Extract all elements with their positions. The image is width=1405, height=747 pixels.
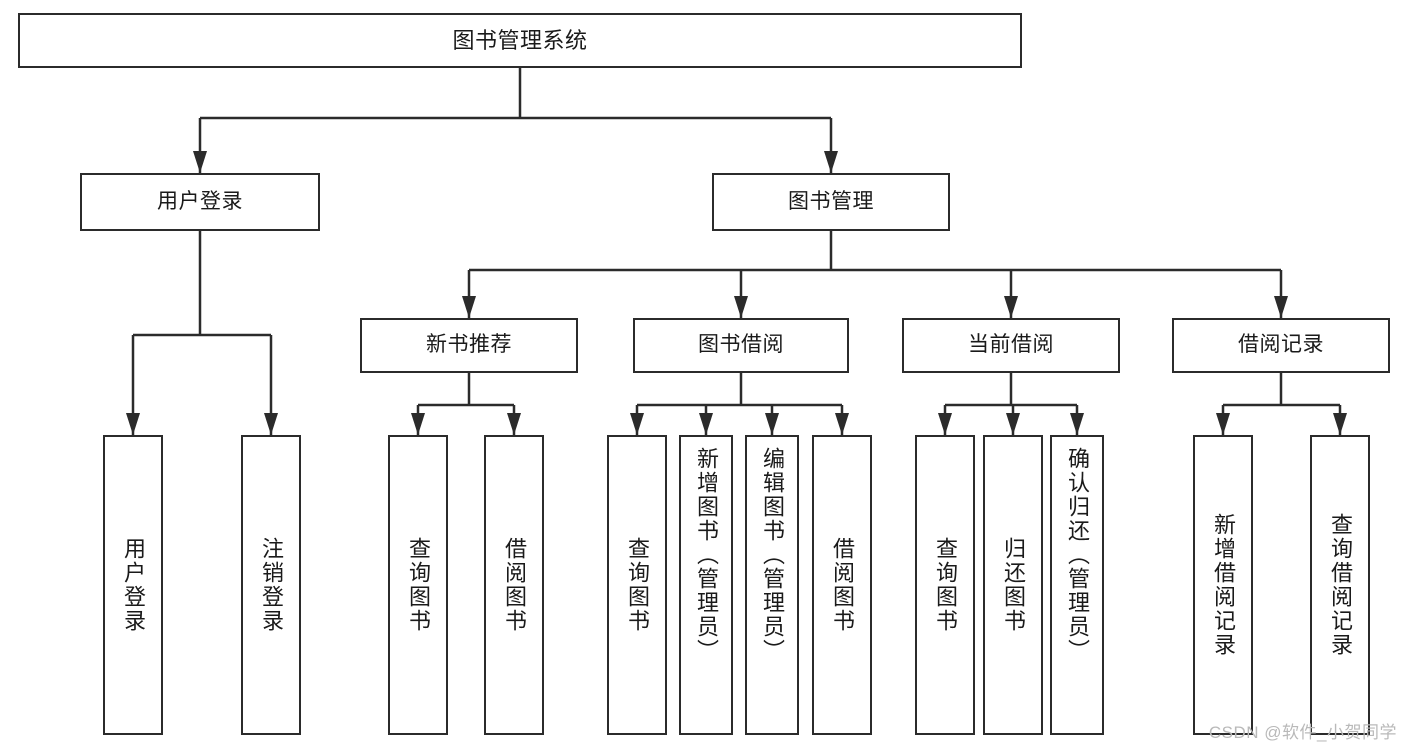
node-leaf-add-borrow-record[interactable]: 新增借阅记录 [1193,435,1253,735]
conn-new-book-recommend-arrowhead-leaf-borrow-book-recommend [507,413,521,435]
conn-root-arrowhead-user-login [193,151,207,173]
watermark-text: CSDN @软件_小贺同学 [1208,723,1397,742]
node-leaf-return-book[interactable]: 归还图书 [983,435,1043,735]
node-root[interactable]: 图书管理系统 [18,13,1022,68]
conn-book-borrow-arrowhead-leaf-borrow-book [835,413,849,435]
node-user-login[interactable]: 用户登录 [80,173,320,231]
conn-book-management-arrowhead-borrow-record [1274,296,1288,318]
conn-borrow-record-arrowhead-leaf-query-borrow-record [1333,413,1347,435]
node-leaf-borrow-book[interactable]: 借阅图书 [812,435,872,735]
node-leaf-user-login[interactable]: 用户登录 [103,435,163,735]
node-leaf-query-book-recommend[interactable]: 查询图书 [388,435,448,735]
conn-borrow-record-arrowhead-leaf-add-borrow-record [1216,413,1230,435]
conn-book-borrow-arrowhead-leaf-edit-book-admin [765,413,779,435]
node-leaf-confirm-return-admin[interactable]: 确认归还（管理员） [1050,435,1104,735]
conn-book-management-arrowhead-new-book-recommend [462,296,476,318]
node-book-borrow[interactable]: 图书借阅 [633,318,849,373]
node-leaf-edit-book-admin[interactable]: 编辑图书（管理员） [745,435,799,735]
conn-book-borrow-arrowhead-leaf-add-book-admin [699,413,713,435]
node-current-borrow[interactable]: 当前借阅 [902,318,1120,373]
conn-user-login-arrowhead-leaf-user-login [126,413,140,435]
node-leaf-logout[interactable]: 注销登录 [241,435,301,735]
conn-current-borrow-arrowhead-leaf-query-book-current [938,413,952,435]
node-leaf-query-book-current[interactable]: 查询图书 [915,435,975,735]
conn-current-borrow-arrowhead-leaf-confirm-return-admin [1070,413,1084,435]
node-leaf-borrow-book-recommend[interactable]: 借阅图书 [484,435,544,735]
conn-current-borrow-arrowhead-leaf-return-book [1006,413,1020,435]
conn-book-borrow-arrowhead-leaf-query-book [630,413,644,435]
conn-new-book-recommend-arrowhead-leaf-query-book-recommend [411,413,425,435]
node-leaf-add-book-admin[interactable]: 新增图书（管理员） [679,435,733,735]
node-book-management[interactable]: 图书管理 [712,173,950,231]
node-borrow-record[interactable]: 借阅记录 [1172,318,1390,373]
conn-user-login-arrowhead-leaf-logout [264,413,278,435]
node-leaf-query-borrow-record[interactable]: 查询借阅记录 [1310,435,1370,735]
node-leaf-query-book[interactable]: 查询图书 [607,435,667,735]
conn-root-arrowhead-book-management [824,151,838,173]
conn-book-management-arrowhead-book-borrow [734,296,748,318]
conn-book-management-arrowhead-current-borrow [1004,296,1018,318]
node-new-book-recommend[interactable]: 新书推荐 [360,318,578,373]
